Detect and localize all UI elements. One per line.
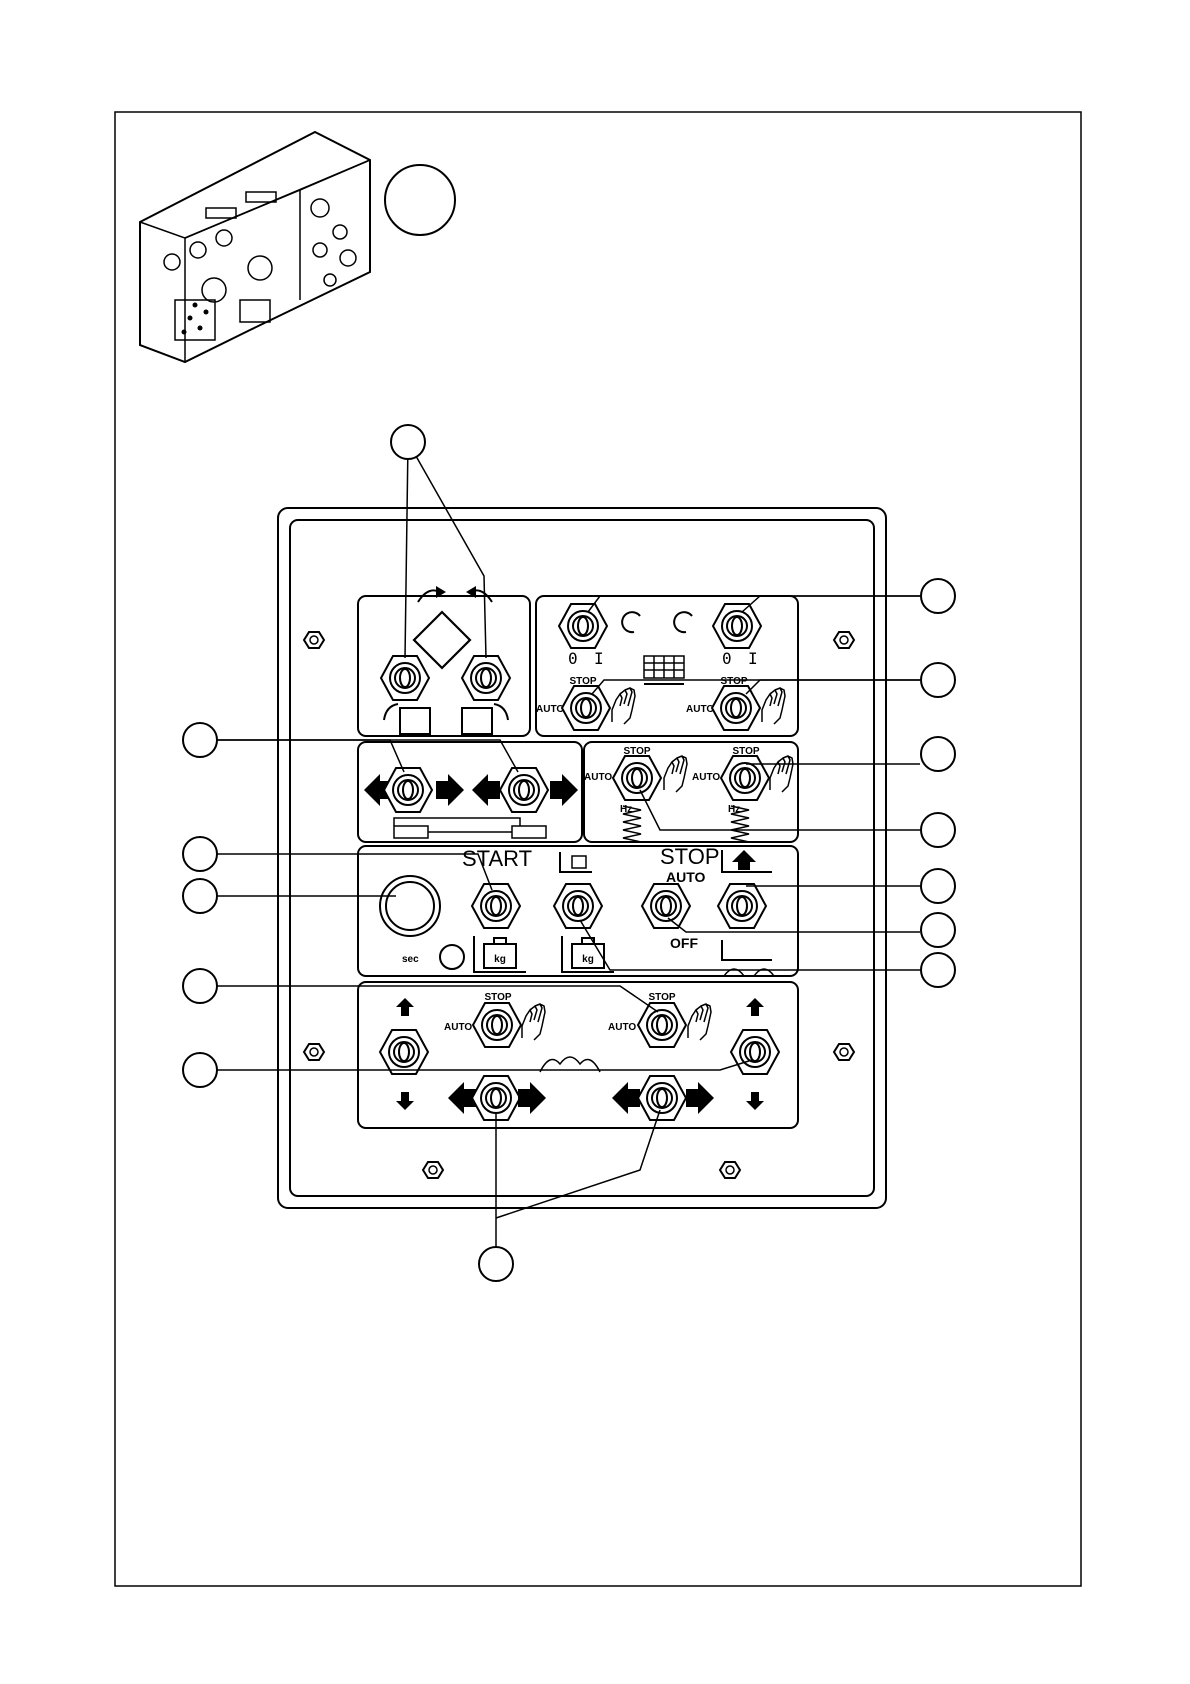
shift-right-arrow-icon xyxy=(550,774,578,806)
subpanel-vibration xyxy=(584,742,798,842)
weight-top-icon xyxy=(560,852,592,872)
vibration-left-mode-toggle[interactable] xyxy=(613,756,661,800)
auto-off-toggle[interactable] xyxy=(642,884,690,928)
lift-toggle[interactable] xyxy=(718,884,766,928)
up-arrow-icon xyxy=(746,998,764,1016)
page-border xyxy=(115,112,1081,1586)
svg-text:kg: kg xyxy=(494,954,506,965)
left-arrow-icon xyxy=(612,1082,640,1114)
callout-circle xyxy=(921,737,955,771)
manual-hand-icon xyxy=(762,688,785,724)
fold-left-toggle[interactable] xyxy=(381,656,429,700)
auger-left-auto-label: AUTO xyxy=(444,1022,472,1033)
callout-circle xyxy=(921,813,955,847)
auger-right-stop-label: STOP xyxy=(648,992,675,1003)
rotate-right-toggle[interactable] xyxy=(713,604,761,648)
shift-bar-icon xyxy=(394,818,546,838)
down-arrow-icon xyxy=(396,1092,414,1110)
weight-kg-icon: kg xyxy=(562,936,614,972)
callout-circle xyxy=(921,869,955,903)
auger-right-auto-label: AUTO xyxy=(608,1022,636,1033)
rotate-left-zero: 0 xyxy=(568,649,578,668)
start-toggle[interactable] xyxy=(472,884,520,928)
vibration-right-mode-toggle[interactable] xyxy=(721,756,769,800)
rotate-left-auto-label: AUTO xyxy=(536,704,564,715)
fold-right-toggle[interactable] xyxy=(462,656,510,700)
mounting-bolt-icon xyxy=(834,632,854,648)
up-arrow-icon xyxy=(396,998,414,1016)
rotate-left-toggle[interactable] xyxy=(559,604,607,648)
manual-hand-icon xyxy=(770,756,793,792)
weighing-toggle[interactable] xyxy=(554,884,602,928)
mounting-bolt-icon xyxy=(423,1162,443,1178)
off-label: OFF xyxy=(670,935,698,951)
callout-circles xyxy=(183,425,955,1281)
auger-right-swing-toggle[interactable] xyxy=(638,1076,686,1120)
rotate-left-mode-toggle[interactable] xyxy=(562,686,610,730)
callout-circle xyxy=(183,723,217,757)
auger-right-height-toggle[interactable] xyxy=(731,1030,779,1074)
callout-circle xyxy=(921,663,955,697)
rotate-right-auto-label: AUTO xyxy=(686,704,714,715)
svg-text:kg: kg xyxy=(582,954,594,965)
callout-circle xyxy=(183,969,217,1003)
mounting-bolt-icon xyxy=(834,1044,854,1060)
right-arrow-icon xyxy=(518,1082,546,1114)
callout-circle xyxy=(479,1247,513,1281)
mounting-bolt-icon xyxy=(304,632,324,648)
callout-circle xyxy=(183,837,217,871)
shift-second-toggle[interactable] xyxy=(500,768,548,812)
callout-circle xyxy=(921,953,955,987)
weight-kg-icon: kg xyxy=(474,936,526,972)
indicator-lamp-icon xyxy=(440,945,464,969)
mounting-bolt-icon xyxy=(720,1162,740,1178)
auger-left-height-toggle[interactable] xyxy=(380,1030,428,1074)
callout-circle xyxy=(183,1053,217,1087)
rotate-arrow-icon xyxy=(622,612,640,632)
auto-label: AUTO xyxy=(666,869,706,885)
mounting-bolt-icon xyxy=(304,1044,324,1060)
rotate-right-one: I xyxy=(748,649,758,668)
callout-circle xyxy=(183,879,217,913)
fold-boxes xyxy=(384,704,508,734)
callout-circle-view xyxy=(385,165,455,235)
vibration-left-auto-label: AUTO xyxy=(584,772,612,783)
down-arrow-icon xyxy=(746,1092,764,1110)
lift-up-icon xyxy=(722,850,772,872)
rotate-right-zero: 0 xyxy=(722,649,732,668)
auger-right-mode-toggle[interactable] xyxy=(638,1003,686,1047)
shift-left-toggle[interactable] xyxy=(384,768,432,812)
control-console-overview-icon xyxy=(140,132,370,362)
callout-circle xyxy=(391,425,425,459)
vibration-right-auto-label: AUTO xyxy=(692,772,720,783)
auger-left-stop-label: STOP xyxy=(484,992,511,1003)
manual-hand-icon xyxy=(522,1004,545,1040)
right-arrow-icon xyxy=(686,1082,714,1114)
rotate-arrow-icon xyxy=(674,612,692,632)
rotate-right-mode-toggle[interactable] xyxy=(712,686,760,730)
callout-leaders xyxy=(200,442,920,1218)
callout-circle xyxy=(921,913,955,947)
manual-hand-icon xyxy=(664,756,687,792)
shift-left-arrow-icon xyxy=(472,774,500,806)
stop-label: STOP xyxy=(660,844,720,869)
sec-label: sec xyxy=(402,954,419,965)
auger-left-mode-toggle[interactable] xyxy=(473,1003,521,1047)
rotate-left-one: I xyxy=(594,649,604,668)
start-label: START xyxy=(462,846,532,871)
manual-hand-icon xyxy=(688,1004,711,1040)
shift-right-arrow-icon xyxy=(436,774,464,806)
callout-circle xyxy=(921,579,955,613)
manual-hand-icon xyxy=(612,688,635,724)
reset-push-button[interactable] xyxy=(380,876,440,936)
